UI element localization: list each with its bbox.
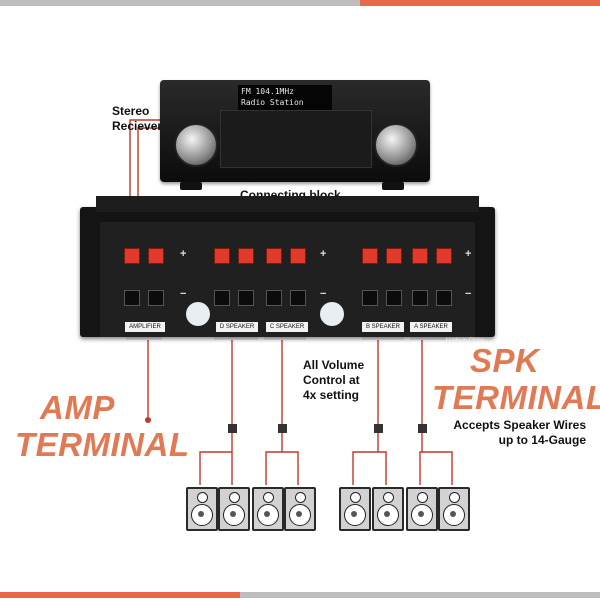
amp-terminal-red-l[interactable] [124,248,140,264]
a-terminal-red-l[interactable] [412,248,428,264]
amp-terminal-red-r[interactable] [148,248,164,264]
c-terminal-black-r[interactable] [290,290,306,306]
stereo-receiver: FM 104.1MHz Radio Station [160,80,430,190]
b-terminal-black-r[interactable] [386,290,402,306]
tag-d-speaker: D SPEAKER [216,322,258,332]
speaker-icon-5 [339,487,371,531]
c-terminal-black-l[interactable] [266,290,282,306]
sticker-left-icon [186,302,210,326]
stereo-receiver-label: Stereo Reciever [112,104,163,133]
d-terminal-black-r[interactable] [238,290,254,306]
tag-b-speaker: B SPEAKER [362,322,404,332]
block-face [100,222,475,337]
receiver-display: FM 104.1MHz Radio Station [238,85,332,111]
speaker-icon-4 [284,487,316,531]
speaker-icon-7 [406,487,438,531]
speaker-icon-8 [438,487,470,531]
receiver-foot-right [382,182,404,190]
receiver-foot-left [180,182,202,190]
tag-c-speaker: C SPEAKER [266,322,308,332]
d-terminal-red-r[interactable] [238,248,254,264]
minus-sign-1: − [180,288,187,300]
a-terminal-black-l[interactable] [412,290,428,306]
a-terminal-black-r[interactable] [436,290,452,306]
bottom-stripe-orange [0,592,240,598]
amp-terminal-black-r[interactable] [148,290,164,306]
minus-sign-2: − [320,288,327,300]
display-line2: Radio Station [241,98,304,107]
speaker-icon-3 [252,487,284,531]
top-stripe-orange [360,0,600,6]
tag-amplifier: AMPLIFIER [125,322,165,332]
b-terminal-red-r[interactable] [386,248,402,264]
spk-terminal-title-line1: SPK [470,342,540,379]
amp-terminal-title-line2: TERMINAL [15,426,190,463]
speaker-icon-1 [186,487,218,531]
branch-d [199,433,233,485]
spk-terminal-title-line2: TERMINAL [432,379,600,416]
amp-terminal-title-line1: AMP [40,389,115,426]
b-terminal-red-l[interactable] [362,248,378,264]
volume-note: All Volume Control at 4x setting [303,358,365,402]
inline-control-d [228,424,237,433]
c-terminal-red-r[interactable] [290,248,306,264]
amp-terminal-black-l[interactable] [124,290,140,306]
receiver-front-panel [220,110,372,168]
sticker-middle-icon [320,302,344,326]
inline-control-a [418,424,427,433]
plus-sign-2: + [320,248,327,260]
inline-control-c [278,424,287,433]
d-terminal-red-l[interactable] [214,248,230,264]
minus-sign-3: − [465,288,472,300]
amp-terminal-dot [145,417,151,423]
tag-a-speaker: A SPEAKER [410,322,452,332]
speaker-icon-2 [218,487,250,531]
speaker-icon-6 [372,487,404,531]
plus-sign-3: + [465,248,472,260]
right-knob-icon [374,123,418,167]
branch-c [265,433,299,485]
plus-sign-1: + [180,248,187,260]
a-terminal-red-r[interactable] [436,248,452,264]
left-knob-icon [174,123,218,167]
inline-control-b [374,424,383,433]
made-in-label: Made in China [445,338,485,344]
b-terminal-black-l[interactable] [362,290,378,306]
bottom-stripe-gray [240,592,600,598]
branch-b [352,433,387,485]
d-terminal-black-l[interactable] [214,290,230,306]
wire-gauge-note: Accepts Speaker Wires up to 14-Gauge [453,418,586,447]
block-vents [96,196,479,212]
c-terminal-red-l[interactable] [266,248,282,264]
top-stripe-gray [0,0,360,6]
display-line1: FM 104.1MHz [241,87,294,96]
